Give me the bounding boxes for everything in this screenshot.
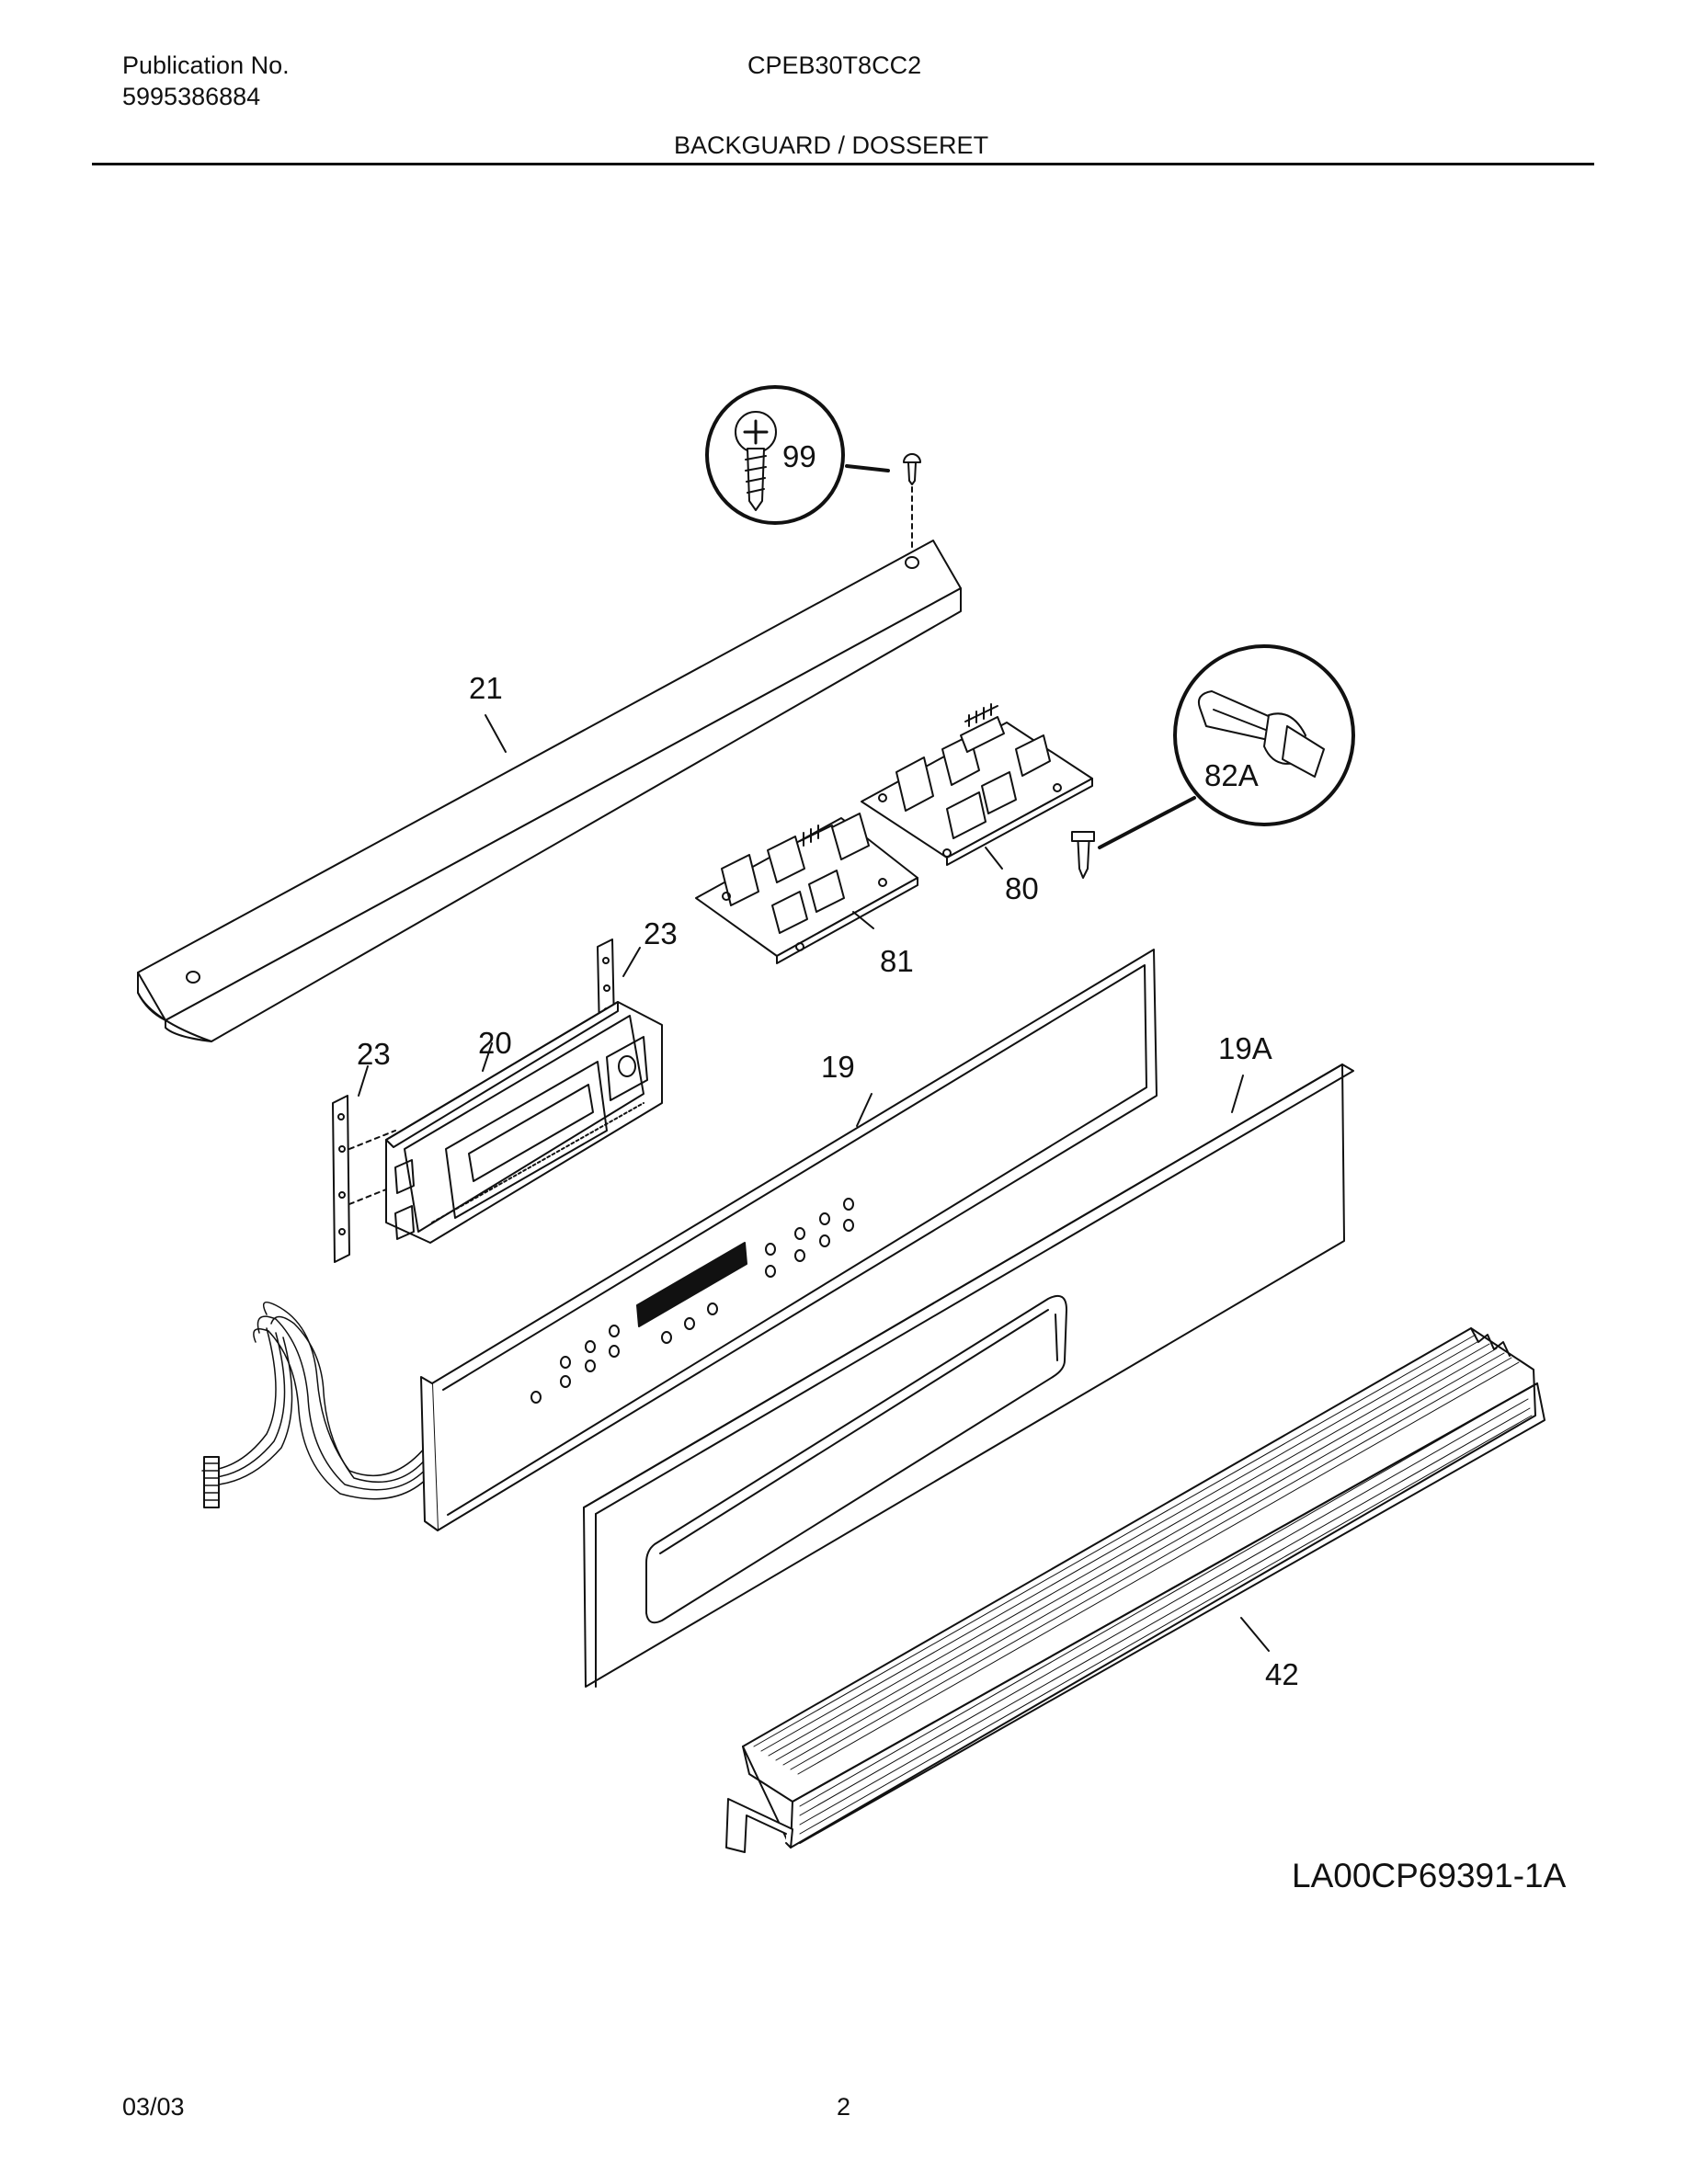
control-panel-overlay-19 [420,949,1158,1531]
control-board-80 [861,703,1093,870]
drawing-code: LA00CP69391-1A [1292,1857,1567,1894]
screw-99-callout [705,385,921,548]
section-title: BACKGUARD / DOSSERET [674,131,989,159]
callout-82a: 82A [1204,758,1259,792]
publication-label: Publication No. [122,51,290,79]
extrusion-trim-42 [725,1327,1545,1853]
callout-20: 20 [478,1026,512,1060]
model-number: CPEB30T8CC2 [747,51,922,79]
callout-81: 81 [880,944,914,978]
callout-19: 19 [821,1050,855,1084]
clip-82a-callout [1071,644,1355,879]
ribbon-wire-harness [201,1301,439,1508]
callout-19a: 19A [1218,1031,1272,1065]
callout-42: 42 [1265,1657,1299,1691]
electronic-control-20 [385,1001,663,1244]
backguard-panel-19a [583,1064,1354,1688]
footer-date: 03/03 [122,2093,185,2121]
callout-80: 80 [1005,871,1039,905]
backguard-top-trim-21 [137,540,962,1042]
publication-number: 5995386884 [122,83,261,110]
page-number: 2 [837,2093,851,2121]
callout-23-left: 23 [357,1037,391,1071]
callout-99: 99 [782,439,816,473]
callout-23-right: 23 [644,916,678,950]
control-board-81 [695,813,918,964]
header-divider [92,163,1594,165]
callout-21: 21 [469,671,503,705]
